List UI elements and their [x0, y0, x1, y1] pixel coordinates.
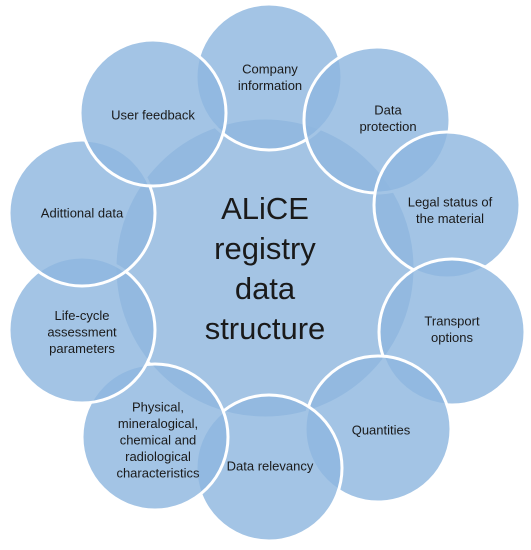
satellite-label: Transport options [424, 313, 480, 345]
satellite-label-line: Transport [424, 313, 480, 328]
satellite-label-line: the material [416, 211, 484, 226]
satellite-label-line: Data relevancy [227, 459, 314, 474]
center-title-line: ALiCE [221, 191, 309, 226]
satellite-label: Data relevancy [227, 459, 314, 474]
satellite-label-line: characteristics [116, 466, 200, 481]
satellite-label-line: chemical and [120, 433, 197, 448]
satellite-label: User feedback [111, 108, 195, 123]
satellite-label-line: options [431, 330, 473, 345]
satellite-label-line: information [238, 78, 302, 93]
satellite-label-line: Adittional data [41, 206, 124, 221]
satellite-label: Legal status of the material [408, 194, 493, 226]
center-title: ALiCE registry data structure [205, 191, 326, 346]
satellite-label-line: parameters [49, 341, 115, 356]
satellite-label-line: Life-cycle [55, 308, 110, 323]
satellite-circle [78, 38, 228, 188]
center-title-line: registry [214, 231, 316, 266]
satellite-label-line: mineralogical, [118, 416, 198, 431]
satellite-label-line: Data [374, 102, 402, 117]
satellite-label-line: assessment [47, 325, 117, 340]
satellite-label-line: radiological [125, 449, 191, 464]
satellite-label-line: Quantities [352, 423, 411, 438]
satellite-label-line: protection [359, 119, 416, 134]
center-title-line: data [235, 271, 296, 306]
satellite-label-line: Company [242, 61, 298, 76]
satellite-label: Company information [238, 61, 302, 93]
satellite-circle [80, 362, 230, 512]
center-title-line: structure [205, 311, 326, 346]
satellite-label-line: Physical, [132, 400, 184, 415]
satellite-label-line: Legal status of [408, 194, 493, 209]
satellite-label-line: User feedback [111, 108, 195, 123]
satellite-circles [7, 2, 527, 543]
satellite-label: Data protection [359, 102, 416, 134]
satellite-label: Quantities [352, 423, 411, 438]
satellite-label: Adittional data [41, 206, 124, 221]
